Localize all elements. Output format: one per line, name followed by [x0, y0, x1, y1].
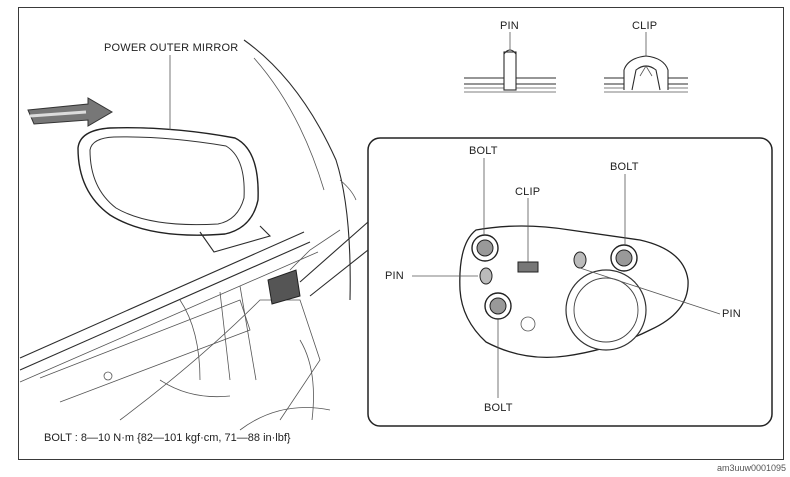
mirror-housing — [77, 127, 272, 253]
label-pin-left: PIN — [385, 270, 404, 282]
label-bolt-bottom: BOLT — [484, 402, 513, 414]
pin-section-drawing — [464, 49, 556, 93]
diagram-frame — [18, 7, 784, 460]
label-clip-top: CLIP — [632, 20, 658, 32]
bolt-upper-right — [610, 244, 638, 272]
image-code: am3uuw0001095 — [716, 463, 786, 473]
label-power-outer-mirror: POWER OUTER MIRROR — [104, 42, 239, 54]
door-outline — [19, 39, 357, 431]
label-pin-right: PIN — [722, 308, 741, 320]
callout-leader — [299, 221, 369, 297]
leader-lines — [169, 32, 721, 398]
bolt-bottom — [484, 292, 512, 320]
label-bolt-upper-left: BOLT — [469, 145, 498, 157]
torque-specification: BOLT : 8—10 N·m {82—101 kgf·cm, 71—88 in… — [44, 432, 291, 444]
clip-section-drawing — [604, 55, 688, 93]
pin-left-stud — [479, 267, 493, 285]
pin-right-stud — [573, 251, 587, 269]
clip-detail-part — [517, 261, 539, 273]
bolt-upper-left — [471, 234, 499, 262]
label-bolt-upper-right: BOLT — [610, 161, 639, 173]
view-direction-arrow-icon — [27, 97, 113, 127]
label-clip-detail: CLIP — [515, 186, 541, 198]
label-pin-top: PIN — [500, 20, 519, 32]
